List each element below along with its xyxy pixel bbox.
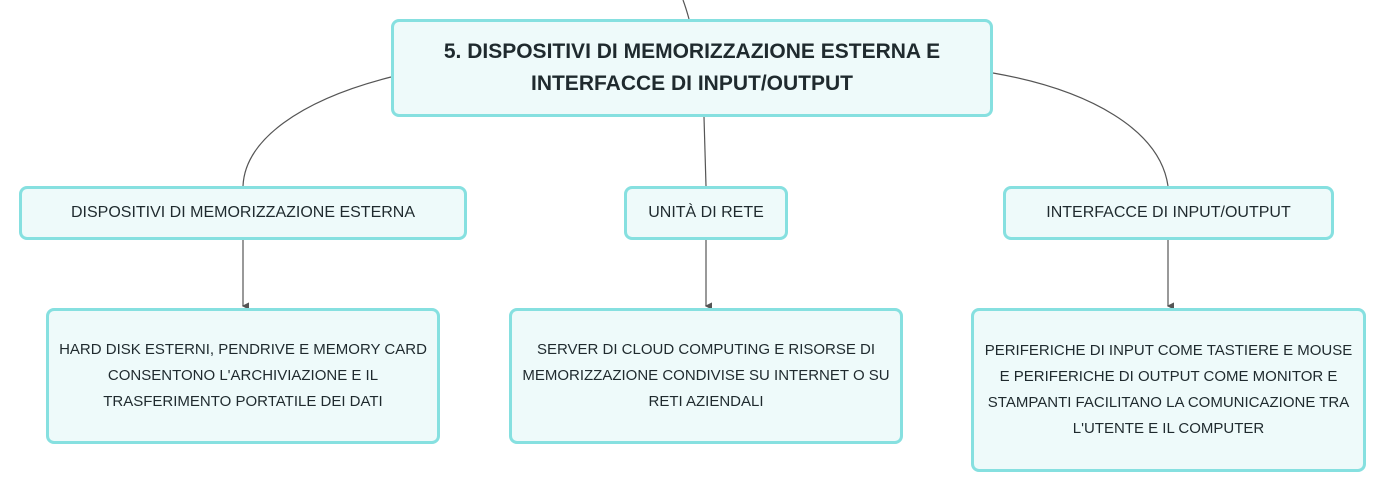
detail-network-units[interactable]: SERVER DI CLOUD COMPUTING E RISORSE DI M… xyxy=(509,308,903,444)
branch-label: DISPOSITIVI DI MEMORIZZAZIONE ESTERNA xyxy=(70,204,416,221)
edge-root-io xyxy=(992,72,1169,187)
branch-label: UNITÀ DI RETE xyxy=(648,204,764,221)
edge-root-ext xyxy=(242,76,392,187)
edge-root-net xyxy=(703,116,707,187)
branch-io-interfaces[interactable]: INTERFACCE DI INPUT/OUTPUT xyxy=(1003,186,1334,240)
detail-io-interfaces[interactable]: PERIFERICHE DI INPUT COME TASTIERE E MOU… xyxy=(971,308,1366,472)
detail-text: SERVER DI CLOUD COMPUTING E RISORSE DI M… xyxy=(522,341,890,410)
edge-parent-root xyxy=(682,0,690,20)
detail-external-storage[interactable]: HARD DISK ESTERNI, PENDRIVE E MEMORY CAR… xyxy=(46,308,440,444)
branch-external-storage[interactable]: DISPOSITIVI DI MEMORIZZAZIONE ESTERNA xyxy=(19,186,467,240)
branch-label: INTERFACCE DI INPUT/OUTPUT xyxy=(1046,204,1291,221)
root-topic-label: 5. DISPOSITIVI DI MEMORIZZAZIONE ESTERNA… xyxy=(443,40,941,95)
root-topic[interactable]: 5. DISPOSITIVI DI MEMORIZZAZIONE ESTERNA… xyxy=(391,19,993,117)
branch-network-units[interactable]: UNITÀ DI RETE xyxy=(624,186,788,240)
detail-text: PERIFERICHE DI INPUT COME TASTIERE E MOU… xyxy=(984,342,1353,437)
detail-text: HARD DISK ESTERNI, PENDRIVE E MEMORY CAR… xyxy=(59,341,427,410)
